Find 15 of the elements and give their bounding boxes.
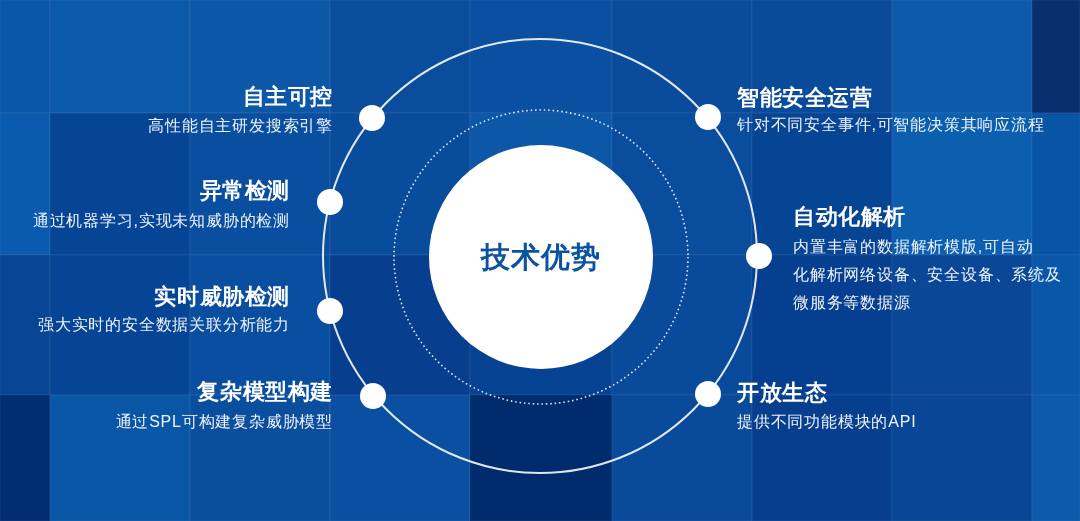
feature-heading: 复杂模型构建	[197, 379, 333, 405]
feature-heading: 异常检测	[199, 178, 290, 204]
feature-heading: 自主可控	[242, 84, 333, 110]
feature-heading: 开放生态	[737, 380, 828, 406]
feature-description: 针对不同安全事件,可智能决策其响应流程	[737, 115, 1045, 135]
feature-heading: 智能安全运营	[737, 85, 873, 111]
feature-description: 高性能自主研发搜索引擎	[148, 116, 333, 136]
feature-heading: 实时威胁检测	[154, 284, 290, 310]
feature-description: 提供不同功能模块的API	[737, 412, 917, 432]
feature-description: 通过机器学习,实现未知威胁的检测	[32, 211, 290, 231]
feature-heading: 自动化解析	[793, 204, 906, 230]
center-title: 技术优势	[481, 240, 601, 274]
feature-description: 强大实时的安全数据关联分析能力	[38, 315, 290, 335]
feature-description: 通过SPL可构建复杂威胁模型	[115, 412, 333, 432]
feature-description: 内置丰富的数据解析模版,可自动化解析网络设备、安全设备、系统及微服务等数据源	[793, 237, 1062, 313]
